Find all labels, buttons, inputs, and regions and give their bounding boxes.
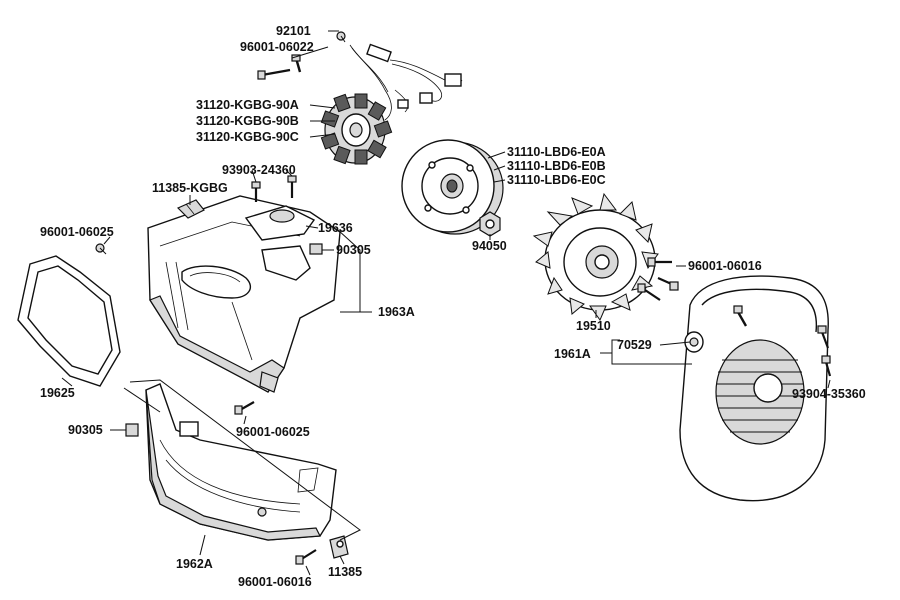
bolts-96001-06016-fan <box>637 257 679 301</box>
screw-92101 <box>336 31 346 43</box>
leader-lines <box>61 30 831 576</box>
bolt-96001-06025-left <box>95 243 107 255</box>
clip-90305-bottom <box>125 423 139 437</box>
label-92101: 92101 <box>276 24 311 38</box>
label-31120-kgbg-90c: 31120-KGBG-90C <box>196 130 299 144</box>
label-31110-lbd6-e0b: 31110-LBD6-E0B <box>507 159 606 173</box>
label-1961a: 1961A <box>554 347 591 361</box>
label-11385: 11385 <box>328 565 362 579</box>
bolt-70529 <box>733 305 748 327</box>
label-96001-06022: 96001-06022 <box>240 40 314 54</box>
label-31110-lbd6-e0a: 31110-LBD6-E0A <box>507 145 606 159</box>
label-93904-35360: 93904-35360 <box>792 387 866 401</box>
bolt-96001-06025-mid <box>234 401 255 415</box>
label-90305-bottom: 90305 <box>68 423 103 437</box>
label-1962a: 1962A <box>176 557 213 571</box>
label-96001-06016-right: 96001-06016 <box>688 259 762 273</box>
label-96001-06025-mid: 96001-06025 <box>236 425 310 439</box>
flywheel-rotor <box>401 139 504 235</box>
bolt-96001-06016-bottom <box>295 549 317 565</box>
cooling-fan <box>532 192 659 322</box>
label-19510: 19510 <box>576 319 611 333</box>
nut-94050 <box>479 211 501 237</box>
part-labels: 92101 96001-06022 31120-KGBG-90A 31120-K… <box>40 24 866 589</box>
screws-93904-35360 <box>817 325 832 377</box>
label-96001-06016-bottom: 96001-06016 <box>238 575 312 589</box>
bolt-96001-06022 <box>257 54 302 80</box>
label-1963a: 1963A <box>378 305 415 319</box>
label-90305-top: 90305 <box>336 243 371 257</box>
bracket-11385 <box>329 535 349 559</box>
stator-wiring-harness <box>349 43 463 121</box>
label-19625: 19625 <box>40 386 75 400</box>
fan-cover-1961a <box>679 275 829 502</box>
shroud-upper-1963a <box>147 195 341 393</box>
shroud-lower-1962a <box>145 383 337 541</box>
label-31120-kgbg-90a: 31120-KGBG-90A <box>196 98 299 112</box>
clip-90305-top <box>309 243 323 255</box>
label-70529: 70529 <box>617 338 652 352</box>
label-31110-lbd6-e0c: 31110-LBD6-E0C <box>507 173 606 187</box>
label-31120-kgbg-90b: 31120-KGBG-90B <box>196 114 299 128</box>
label-96001-06025-left: 96001-06025 <box>40 225 114 239</box>
gasket-19625 <box>17 255 121 387</box>
bolts-93903-24360 <box>251 175 297 202</box>
label-93903-24360: 93903-24360 <box>222 163 296 177</box>
label-19636: 19636 <box>318 221 353 235</box>
label-11385-kgbg: 11385-KGBG <box>152 181 228 195</box>
label-94050: 94050 <box>472 239 507 253</box>
stator-assembly <box>320 93 393 165</box>
